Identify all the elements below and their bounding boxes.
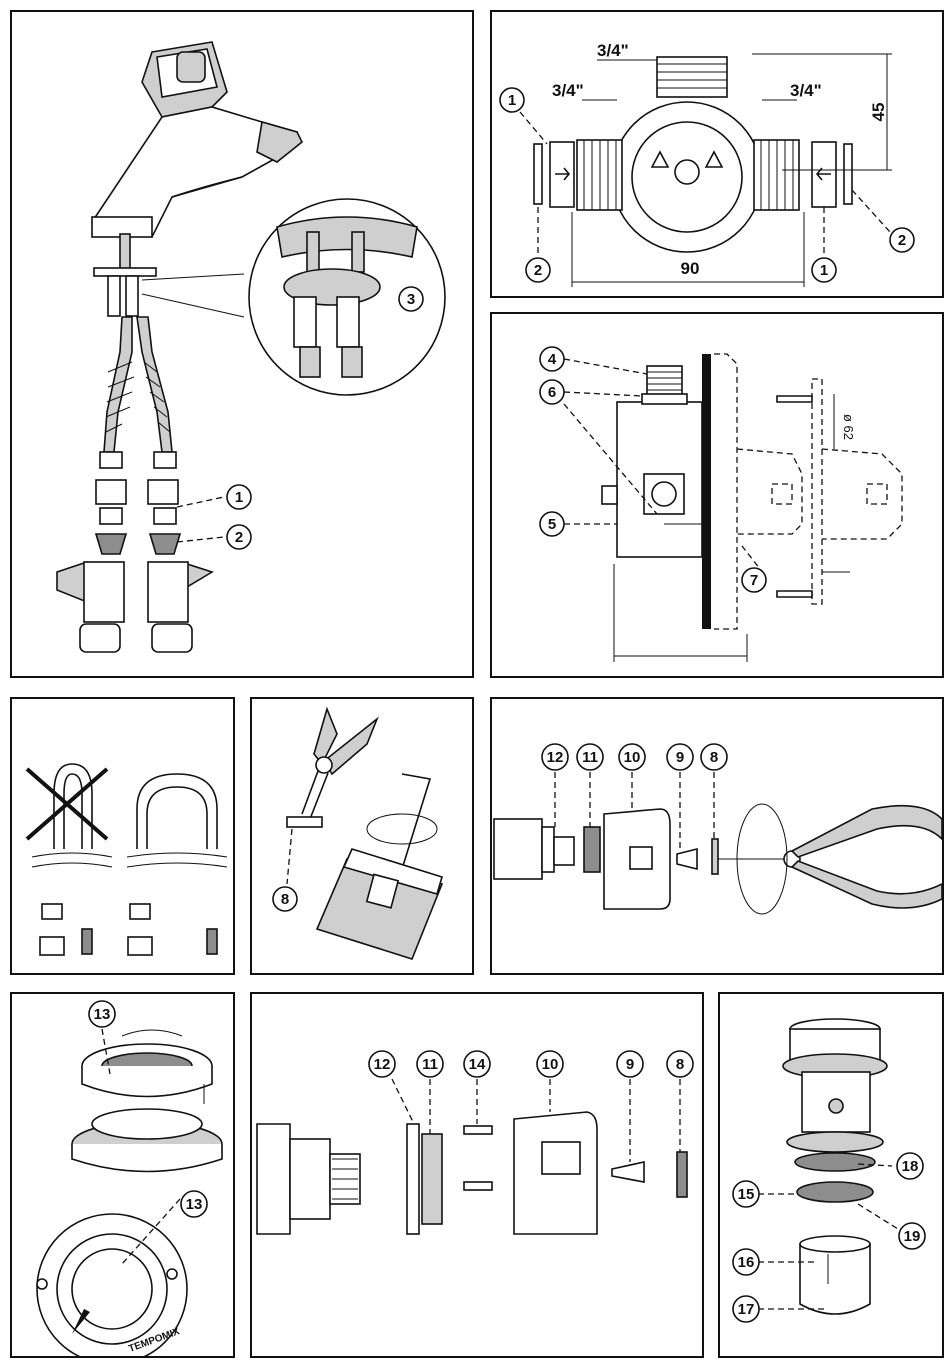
panel-cartridge: 18 15 19 16 17: [718, 992, 944, 1358]
pliers-drawing: 8: [252, 699, 474, 975]
callout-2: 2: [227, 525, 251, 549]
callout-10: 10: [619, 744, 645, 770]
hose-correct: [127, 774, 227, 955]
panel-wall-mount: ø 62 4 6 5 7: [490, 312, 944, 678]
callout-2-label: 2: [235, 529, 243, 546]
svg-text:18: 18: [902, 1158, 919, 1175]
dim-top-thread: 3/4": [597, 41, 629, 60]
svg-text:19: 19: [904, 1228, 921, 1245]
svg-text:17: 17: [738, 1301, 755, 1318]
svg-text:9: 9: [676, 749, 684, 766]
svg-text:10: 10: [542, 1056, 559, 1073]
callout-10: 10: [537, 1051, 563, 1077]
callout-16: 16: [733, 1249, 759, 1275]
adjust-ring-drawing: TEMPOMIX 13 13: [12, 994, 235, 1358]
tap-shank: [94, 234, 156, 316]
svg-text:16: 16: [738, 1254, 755, 1271]
valve-body: [612, 102, 762, 252]
callout-19: 19: [899, 1223, 925, 1249]
hose-wrong: [27, 764, 112, 955]
svg-text:7: 7: [750, 572, 758, 589]
callout-12: 12: [542, 744, 568, 770]
callout-1-right: 1: [812, 258, 836, 282]
braided-hoses: [96, 317, 180, 554]
cartridge-drawing: 18 15 19 16 17: [720, 994, 944, 1358]
panel-tap-install: 1 2 3: [10, 10, 474, 678]
svg-text:9: 9: [626, 1056, 634, 1073]
callout-15: 15: [733, 1181, 759, 1207]
full-exploded-drawing: 12 11 14 10 9 8: [252, 994, 704, 1358]
hoses-drawing: [12, 699, 235, 975]
svg-text:1: 1: [508, 92, 516, 109]
callout-8: 8: [667, 1051, 693, 1077]
callout-1: 1: [227, 485, 251, 509]
svg-text:14: 14: [469, 1056, 486, 1073]
callout-11: 11: [417, 1051, 443, 1077]
svg-text:8: 8: [281, 891, 289, 908]
panel-hoses: [10, 697, 235, 975]
head-exploded-drawing: 12 11 10 9 8: [492, 699, 944, 975]
callout-9: 9: [667, 744, 693, 770]
dim-width: 90: [681, 259, 700, 278]
callout-1-left: 1: [500, 88, 524, 112]
tap-install-drawing: 1 2 3: [12, 12, 474, 678]
svg-text:8: 8: [710, 749, 718, 766]
callout-18: 18: [897, 1153, 923, 1179]
svg-text:2: 2: [898, 232, 906, 249]
svg-text:11: 11: [422, 1056, 438, 1073]
callout-8: 8: [273, 887, 297, 911]
dim-diameter: ø 62: [841, 414, 856, 440]
callout-2-right: 2: [890, 228, 914, 252]
callout-3: 3: [399, 287, 423, 311]
dim-height: 45: [869, 103, 888, 122]
callout-9: 9: [617, 1051, 643, 1077]
svg-text:12: 12: [374, 1056, 391, 1073]
svg-text:8: 8: [676, 1056, 684, 1073]
dim-left-thread: 3/4": [552, 81, 584, 100]
panel-head-exploded: 12 11 10 9 8: [490, 697, 944, 975]
svg-text:13: 13: [186, 1196, 203, 1213]
panel-mixer-valve: 3/4" 3/4" 3/4" 45 90 1 2 2 1: [490, 10, 944, 298]
callout-4: 4: [540, 347, 564, 371]
svg-text:2: 2: [534, 262, 542, 279]
panel-full-exploded: 12 11 14 10 9 8: [250, 992, 704, 1358]
isolation-valves: [57, 562, 212, 652]
svg-text:6: 6: [548, 384, 556, 401]
callout-13-bottom: 13: [181, 1191, 207, 1217]
panel-pliers: 8: [250, 697, 474, 975]
callout-7: 7: [742, 568, 766, 592]
callout-8: 8: [701, 744, 727, 770]
dim-right-thread: 3/4": [790, 81, 822, 100]
callout-1-label: 1: [235, 489, 243, 506]
svg-text:12: 12: [547, 749, 564, 766]
callout-17: 17: [733, 1296, 759, 1322]
callout-13-top: 13: [89, 1001, 115, 1027]
mixer-valve-drawing: 3/4" 3/4" 3/4" 45 90 1 2 2 1: [492, 12, 944, 298]
callout-11: 11: [577, 744, 603, 770]
wall-mount-drawing: ø 62 4 6 5 7: [492, 314, 944, 678]
callout-12: 12: [369, 1051, 395, 1077]
callout-5: 5: [540, 512, 564, 536]
svg-text:10: 10: [624, 749, 641, 766]
svg-text:15: 15: [738, 1186, 755, 1203]
svg-text:11: 11: [582, 749, 598, 766]
svg-text:4: 4: [548, 351, 557, 368]
svg-text:13: 13: [94, 1006, 111, 1023]
callout-2-left: 2: [526, 258, 550, 282]
panel-adjust-ring: TEMPOMIX 13 13: [10, 992, 235, 1358]
tap-body: [92, 42, 302, 237]
callout-14: 14: [464, 1051, 490, 1077]
dial-face: TEMPOMIX: [37, 1214, 187, 1358]
callout-6: 6: [540, 380, 564, 404]
svg-text:1: 1: [820, 262, 828, 279]
callout-3-label: 3: [407, 291, 415, 308]
handle-head: [317, 849, 442, 959]
svg-text:5: 5: [548, 516, 556, 533]
